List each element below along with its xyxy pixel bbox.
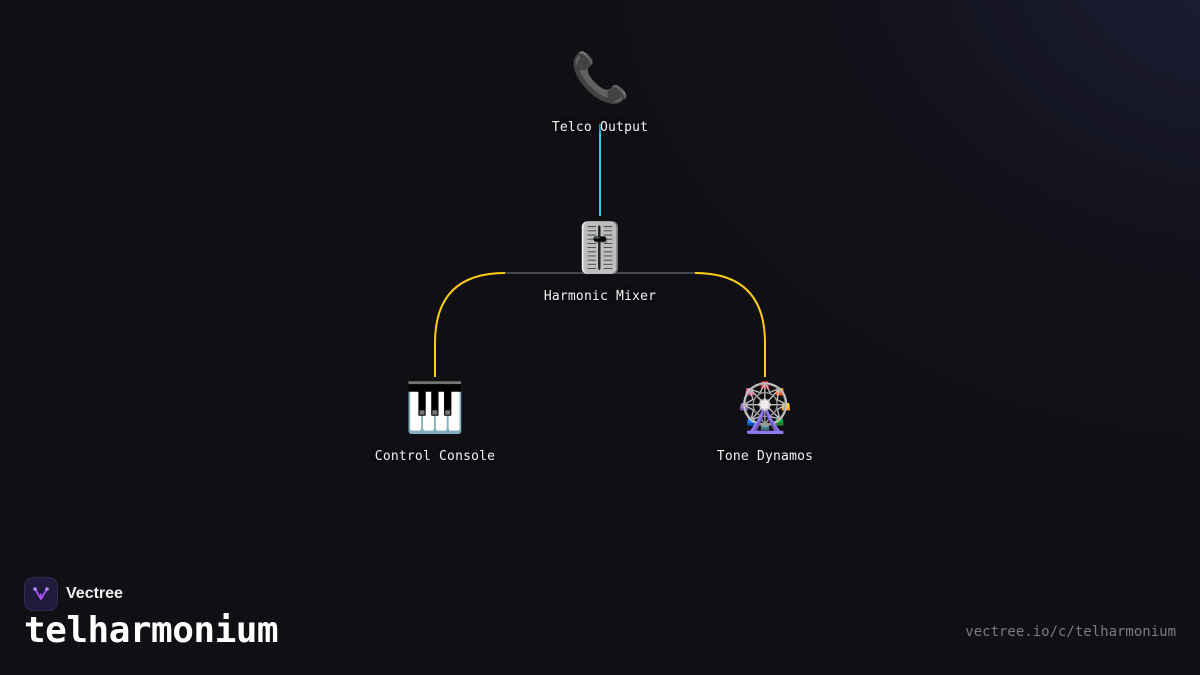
ferris-wheel-icon[interactable]: 🎡 [735, 380, 795, 436]
node-label-telco-output: Telco Output [551, 120, 649, 135]
page-title: telharmonium [24, 610, 279, 651]
telephone-receiver-icon[interactable]: 📞 [570, 50, 630, 106]
edge-mixer-to-tone-dynamos [694, 272, 766, 377]
node-label-control-console: Control Console [374, 449, 496, 464]
brand-name: Vectree [66, 585, 123, 602]
node-label-tone-dynamos: Tone Dynamos [716, 449, 814, 464]
musical-keyboard-icon[interactable]: 🎹 [405, 380, 465, 436]
vectree-logo-icon[interactable] [24, 577, 58, 611]
brand: Vectree [24, 577, 123, 611]
page-url[interactable]: vectree.io/c/telharmonium [965, 624, 1176, 640]
node-label-harmonic-mixer: Harmonic Mixer [543, 289, 657, 304]
level-slider-icon[interactable]: 🎚️ [570, 220, 630, 276]
edge-mixer-to-control-console [434, 272, 506, 377]
